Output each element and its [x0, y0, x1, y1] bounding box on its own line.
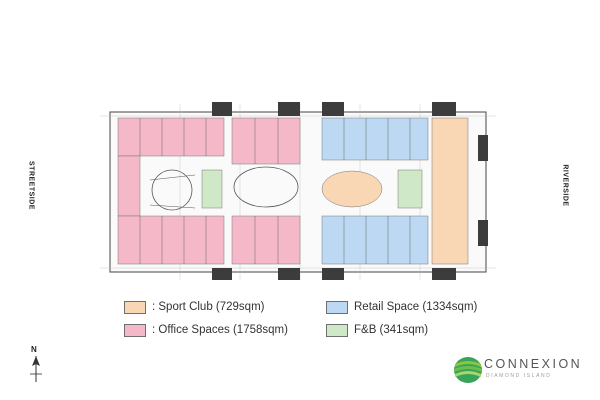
legend-swatch-sport-club — [124, 300, 146, 314]
connexion-logo-icon — [454, 357, 482, 383]
atrium-line — [149, 174, 196, 181]
legend-label-fnb: F&B (341sqm) — [354, 324, 429, 336]
retail-zones — [321, 117, 429, 265]
core-block — [432, 102, 456, 116]
atrium — [149, 166, 299, 211]
brand-name: CONNEXION — [484, 357, 583, 371]
brand-tagline: DIAMOND ISLAND — [486, 373, 552, 379]
sport-club-court — [321, 170, 383, 208]
office-zone — [231, 215, 301, 265]
retail-zone — [321, 117, 429, 161]
core-block — [478, 220, 488, 246]
sport-club-zone — [431, 117, 469, 265]
core-block — [322, 268, 344, 280]
office-zone — [231, 117, 301, 165]
legend-swatch-retail — [326, 300, 348, 314]
sport-club-zones — [321, 117, 469, 265]
vertical-cores — [212, 102, 488, 280]
core-block — [278, 102, 300, 116]
core-block — [322, 102, 344, 116]
legend-sport-club: : Sport Club (729sqm) — [124, 299, 265, 315]
fnb-zone — [201, 169, 223, 209]
partitions — [139, 118, 411, 264]
north-arrow-icon — [30, 356, 42, 382]
legend-swatch-office — [124, 323, 146, 337]
legend-swatch-fnb — [326, 323, 348, 337]
atrium-circle — [151, 169, 193, 211]
core-block — [212, 102, 232, 116]
office-zone — [117, 215, 225, 265]
retail-zone — [321, 215, 429, 265]
core-block — [432, 268, 456, 280]
office-zones — [117, 117, 301, 265]
core-block — [478, 135, 488, 161]
legend-label-sport-club: : Sport Club (729sqm) — [152, 301, 265, 313]
core-block — [278, 268, 300, 280]
office-zone — [117, 155, 141, 217]
office-zone — [117, 117, 225, 157]
fnb-zone — [397, 169, 423, 209]
legend-label-office: : Office Spaces (1758sqm) — [152, 324, 288, 336]
fnb-zones — [201, 169, 423, 209]
atrium-line — [149, 204, 196, 209]
legend-label-retail: Retail Space (1334sqm) — [354, 301, 478, 313]
atrium-void — [233, 166, 299, 208]
legend-fnb: F&B (341sqm) — [326, 322, 428, 338]
riverside-label: RIVERSIDE — [561, 164, 569, 207]
north-letter: N — [31, 345, 37, 354]
legend-office: : Office Spaces (1758sqm) — [124, 322, 288, 338]
streetside-label: STREETSIDE — [27, 161, 35, 210]
core-block — [212, 268, 232, 280]
legend-retail: Retail Space (1334sqm) — [326, 299, 477, 315]
